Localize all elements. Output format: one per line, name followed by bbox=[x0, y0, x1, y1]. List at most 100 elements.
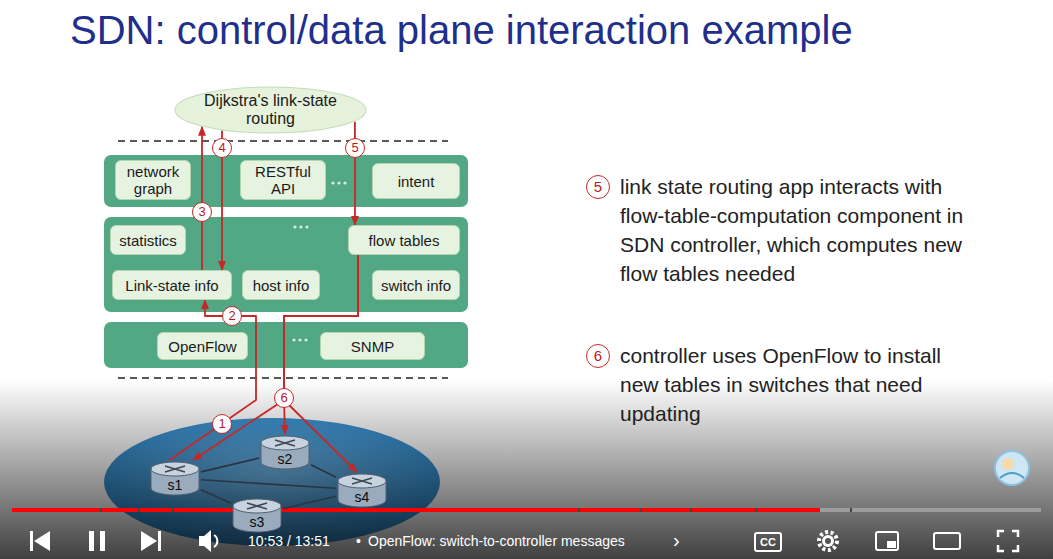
message-arrow bbox=[170, 300, 256, 460]
channel-logo bbox=[995, 451, 1029, 485]
progress-bar bbox=[100, 508, 102, 512]
chapter-title: OpenFlow: switch-to-controller messages bbox=[368, 532, 625, 550]
ellipsis-dots bbox=[305, 225, 308, 228]
chapter-chevron: › bbox=[673, 529, 680, 551]
box-label: Link-state info bbox=[125, 277, 218, 294]
network-link bbox=[201, 458, 259, 472]
box-label: host info bbox=[253, 277, 310, 294]
component-box: host info bbox=[242, 270, 320, 300]
player-icon bbox=[34, 531, 50, 551]
callout-number: 5 bbox=[345, 138, 365, 158]
player-icon bbox=[30, 530, 1018, 552]
controller-band bbox=[104, 155, 468, 368]
progress-bar bbox=[12, 508, 820, 512]
player-icon bbox=[158, 531, 161, 551]
callout-number: 2 bbox=[222, 306, 242, 326]
player-icon bbox=[822, 535, 834, 547]
player-shade bbox=[0, 380, 1053, 559]
player-icon bbox=[825, 538, 831, 544]
dashed-divider bbox=[118, 140, 448, 142]
ellipsis-dots bbox=[293, 225, 296, 228]
component-box: RESTful API bbox=[240, 160, 326, 200]
step-text: controller uses OpenFlow to install new … bbox=[620, 341, 970, 428]
router-icon bbox=[151, 462, 199, 476]
box-label: network graph bbox=[121, 163, 185, 197]
player-icon bbox=[214, 535, 217, 547]
switch-node: s3 bbox=[231, 497, 283, 533]
progress-bar bbox=[12, 508, 1041, 512]
player-icon bbox=[30, 531, 33, 551]
player-icon bbox=[141, 531, 157, 551]
step-number: 6 bbox=[586, 344, 610, 368]
component-box: Link-state info bbox=[112, 270, 232, 300]
component-box: network graph bbox=[115, 160, 191, 200]
progress-bar bbox=[12, 508, 1041, 512]
channel-logo bbox=[1002, 458, 1014, 470]
player-icon bbox=[819, 532, 837, 550]
app-ellipse: Dijkstra's link-state routing bbox=[173, 86, 368, 134]
progress-bar bbox=[100, 508, 852, 512]
progress-bar bbox=[690, 508, 692, 512]
ellipsis-dots bbox=[292, 181, 346, 341]
player-icon bbox=[998, 531, 1018, 551]
switch-label: s1 bbox=[168, 478, 183, 493]
box-label: SNMP bbox=[351, 338, 394, 355]
network-link bbox=[283, 496, 336, 509]
network-link bbox=[311, 465, 336, 477]
player-shade bbox=[0, 380, 1053, 559]
router-icon bbox=[352, 478, 372, 484]
progress-bar bbox=[850, 508, 852, 512]
progress-bar bbox=[755, 508, 757, 512]
player-icon bbox=[934, 533, 960, 549]
step-text: link state routing app interacts with fl… bbox=[620, 172, 970, 288]
player-icon bbox=[89, 531, 94, 551]
progress-bar bbox=[138, 508, 140, 512]
channel-logo bbox=[995, 451, 1029, 485]
box-label: intent bbox=[398, 173, 435, 190]
switch-label: s3 bbox=[250, 515, 265, 530]
ellipse-outline bbox=[175, 87, 366, 133]
player-icon bbox=[887, 541, 896, 548]
separator-dot: • bbox=[356, 532, 361, 550]
box-label: flow tables bbox=[369, 232, 440, 249]
controller-band bbox=[104, 217, 468, 312]
captions-button: CC bbox=[754, 532, 782, 552]
ellipsis-dots bbox=[343, 181, 346, 184]
router-icon bbox=[247, 503, 267, 509]
ellipsis-dots bbox=[337, 181, 340, 184]
box-label: switch info bbox=[381, 277, 451, 294]
player-icon bbox=[199, 530, 211, 552]
ellipsis-dots bbox=[299, 225, 302, 228]
ellipsis-dots bbox=[304, 338, 307, 341]
component-box: intent bbox=[372, 163, 460, 199]
component-box: SNMP bbox=[320, 332, 425, 360]
switch-node: s4 bbox=[336, 472, 388, 508]
component-box: switch info bbox=[372, 270, 460, 300]
router-icon bbox=[233, 499, 281, 513]
callout-number: 3 bbox=[192, 202, 212, 222]
controller-band bbox=[104, 322, 468, 368]
progress-bar bbox=[640, 508, 642, 512]
callout-number: 6 bbox=[274, 388, 294, 408]
network-link bbox=[201, 480, 336, 489]
progress-bar bbox=[172, 508, 174, 512]
channel-logo bbox=[1000, 473, 1024, 478]
video-time: 10:53 / 13:51 bbox=[248, 532, 330, 550]
box-label: Dijkstra's link-state routing bbox=[188, 92, 353, 128]
controller-band bbox=[104, 155, 468, 207]
step-number: 5 bbox=[586, 175, 610, 199]
router-icon bbox=[275, 440, 295, 446]
player-icon bbox=[876, 532, 898, 550]
switch-label: s4 bbox=[355, 490, 370, 505]
callout-number: 4 bbox=[212, 138, 232, 158]
router-icon bbox=[261, 436, 309, 450]
router-icon bbox=[338, 474, 386, 488]
progress-bar bbox=[578, 508, 580, 512]
component-box: OpenFlow bbox=[157, 332, 248, 360]
router-icon bbox=[165, 466, 185, 472]
switch-node: s2 bbox=[259, 434, 311, 470]
player-icon bbox=[100, 531, 105, 551]
component-box: flow tables bbox=[348, 225, 460, 255]
ellipsis-dots bbox=[298, 338, 301, 341]
box-label: OpenFlow bbox=[168, 338, 236, 355]
